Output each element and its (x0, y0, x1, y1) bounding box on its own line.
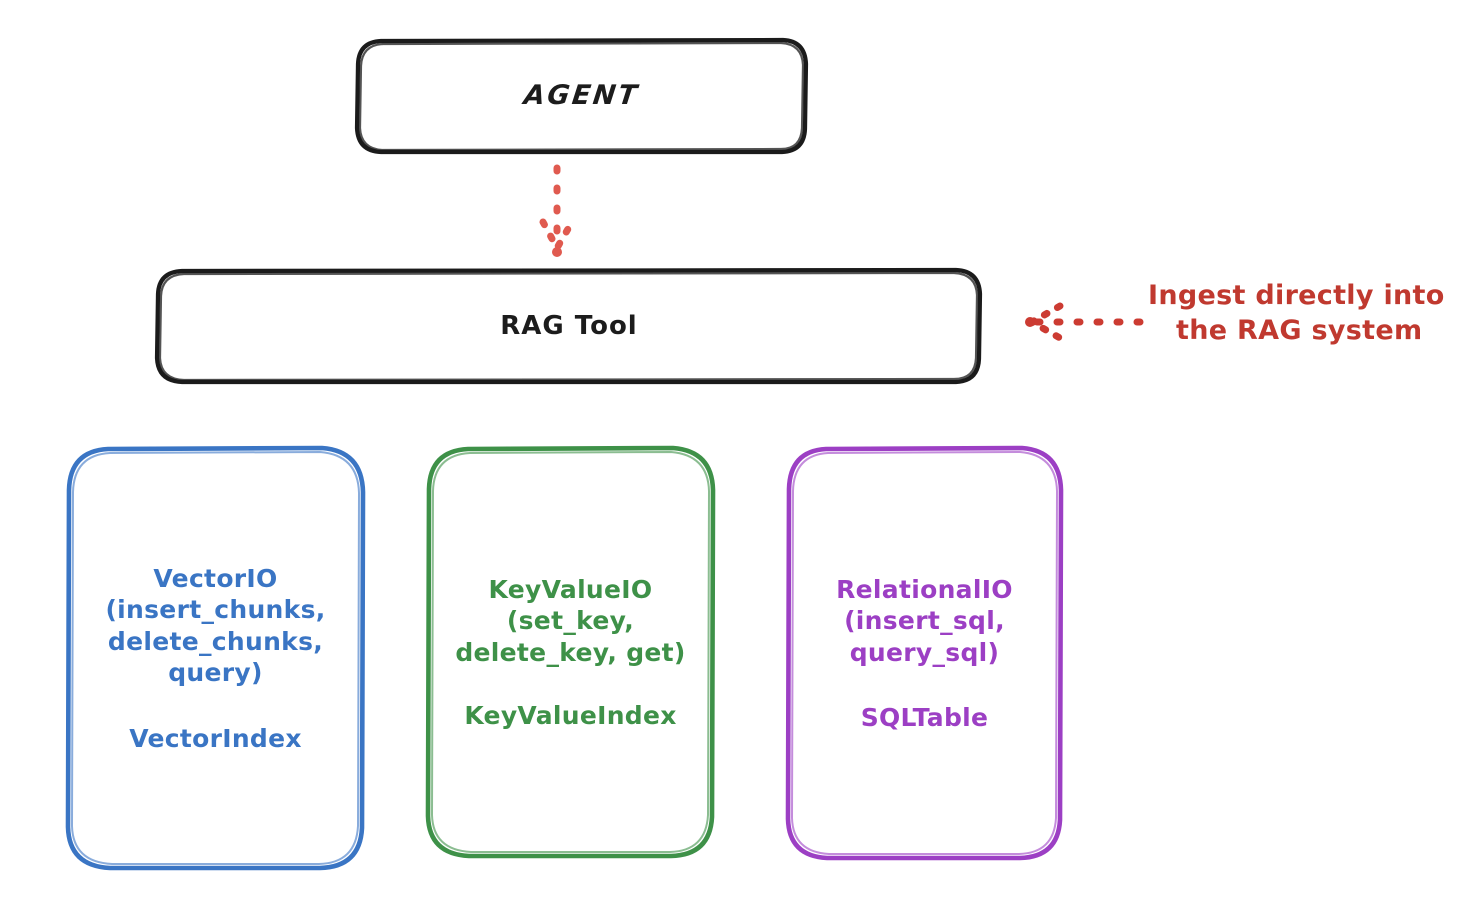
ingest-annotation-line-1: Ingest directly into (1148, 280, 1445, 311)
relational-io-node[interactable]: RelationalIO (insert_sql, query_sql) SQL… (788, 448, 1061, 859)
key-value-io-label: KeyValueIO (set_key, delete_key, get) (455, 574, 686, 667)
agent-box-outline (354, 37, 809, 155)
relational-io-box-outline (785, 445, 1064, 861)
ingest-annotation-line-2: the RAG system (1176, 315, 1423, 347)
key-value-io-node[interactable]: KeyValueIO (set_key, delete_key, get) Ke… (428, 448, 713, 857)
rag-tool-node[interactable]: RAG Tool (157, 270, 981, 383)
key-value-index-label: KeyValueIndex (464, 701, 677, 730)
rag-tool-box-outline (154, 267, 983, 385)
agent-to-rag-tool-connector (539, 164, 576, 257)
relational-io-label: RelationalIO (insert_sql, query_sql) (836, 574, 1013, 667)
ingest-annotation: Ingest directly into the RAG system (1148, 278, 1468, 348)
agent-label: AGENT (522, 80, 641, 112)
vector-io-box-outline (65, 445, 366, 871)
vector-io-label: VectorIO (insert_chunks, delete_chunks, … (105, 563, 326, 688)
rag-tool-label: RAG Tool (500, 311, 638, 342)
key-value-io-box-outline (425, 445, 716, 859)
agent-node[interactable]: AGENT (357, 40, 806, 153)
annotation-to-rag-tool-connector (1025, 302, 1144, 342)
vector-index-label: VectorIndex (129, 723, 302, 753)
vector-io-node[interactable]: VectorIO (insert_chunks, delete_chunks, … (68, 448, 363, 869)
sql-table-label: SQLTable (860, 703, 989, 732)
